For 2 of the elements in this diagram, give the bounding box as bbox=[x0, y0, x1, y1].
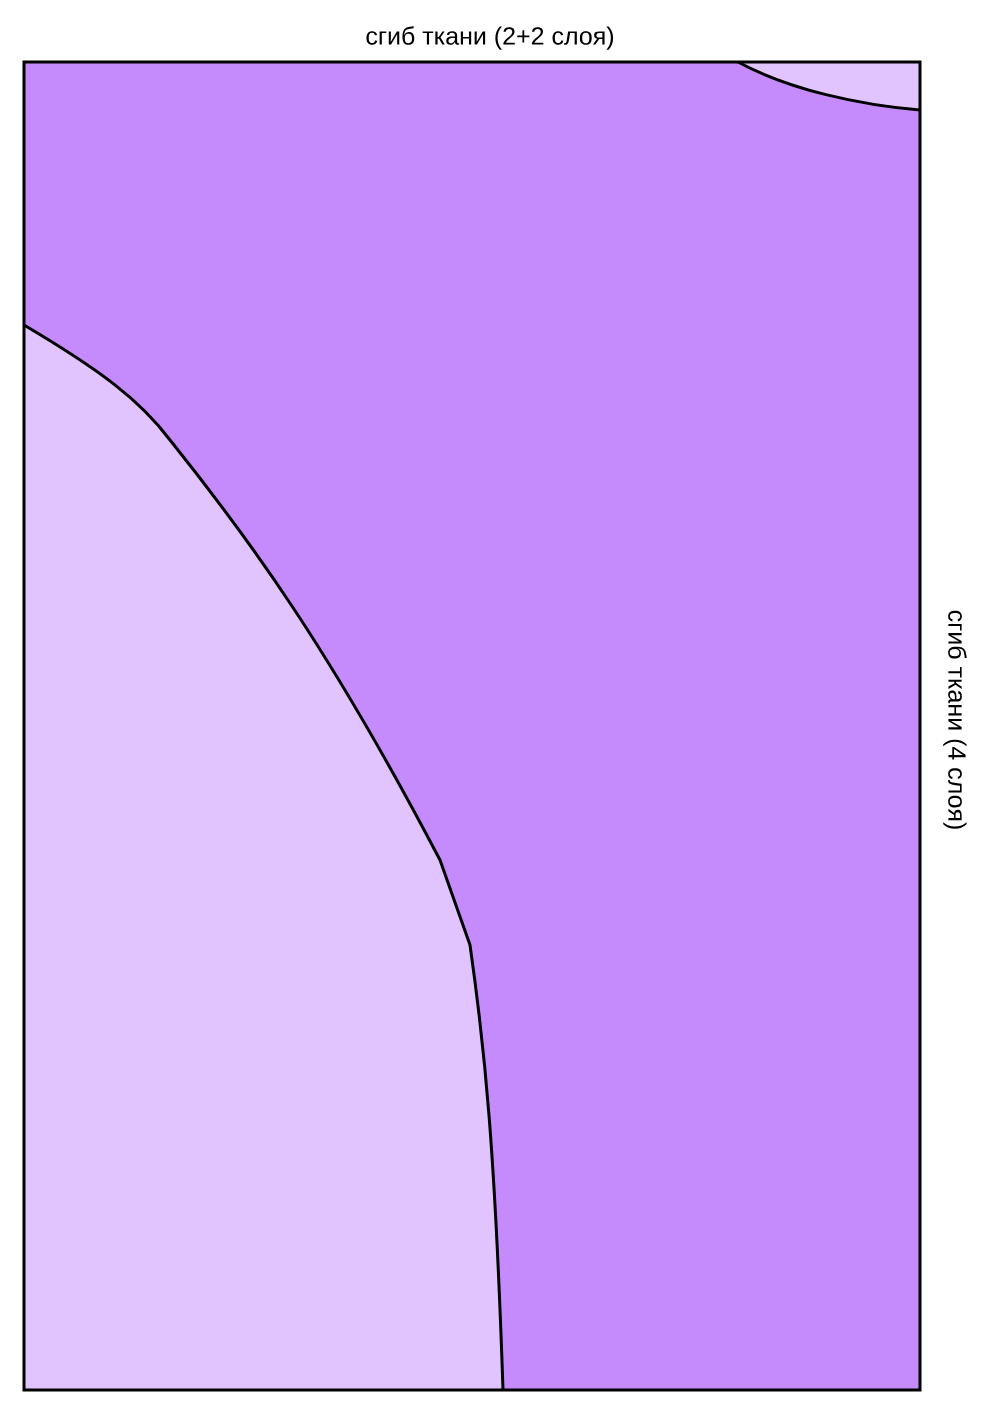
fold-label: сгиб ткани (4 слоя) bbox=[943, 610, 967, 829]
fold-label: сгиб ткани (2+2 слоя) bbox=[366, 26, 614, 50]
